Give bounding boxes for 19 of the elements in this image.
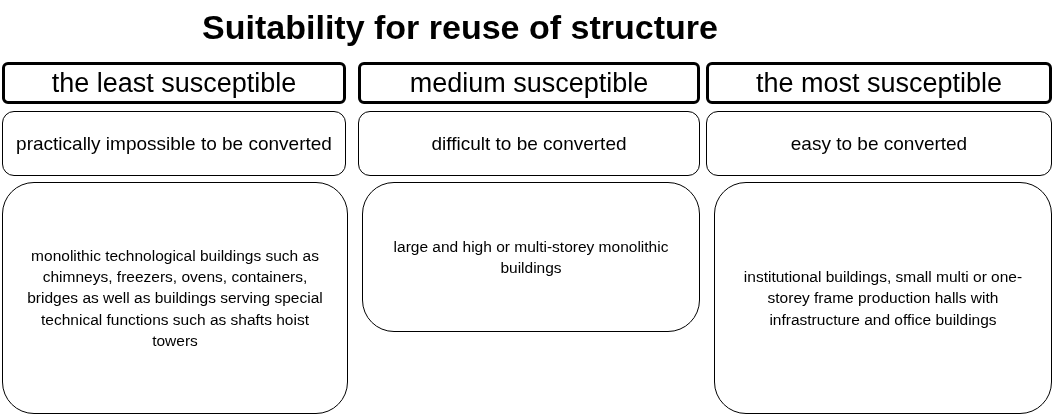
example-box [362, 182, 700, 332]
box-text: the most susceptible [755, 69, 1003, 97]
example-box [2, 182, 348, 414]
diagram-title: Suitability for reuse of structure [201, 7, 719, 48]
header-box [358, 62, 700, 104]
header-box [2, 62, 346, 104]
header-box [706, 62, 1052, 104]
description-box [358, 111, 700, 176]
box-text: easy to be converted [790, 131, 968, 156]
box-text: practically impossible to be converted [16, 131, 332, 156]
description-box [706, 111, 1052, 176]
box-text: the least susceptible [51, 69, 297, 97]
box-text: institutional buildings, small multi or one-storey frame production halls with infrastructure and office buildings [742, 267, 1024, 330]
description-box [2, 111, 346, 176]
box-text: medium susceptible [409, 69, 649, 97]
box-text: large and high or multi-storey monolithic buildings [392, 236, 670, 278]
box-text: difficult to be converted [431, 131, 627, 156]
box-text: monolithic technological buildings such as chimneys, freezers, ovens, containers, bridges as well as buildings serving special technical functions such as shafts hoist towers [26, 245, 324, 351]
example-box [714, 182, 1052, 414]
